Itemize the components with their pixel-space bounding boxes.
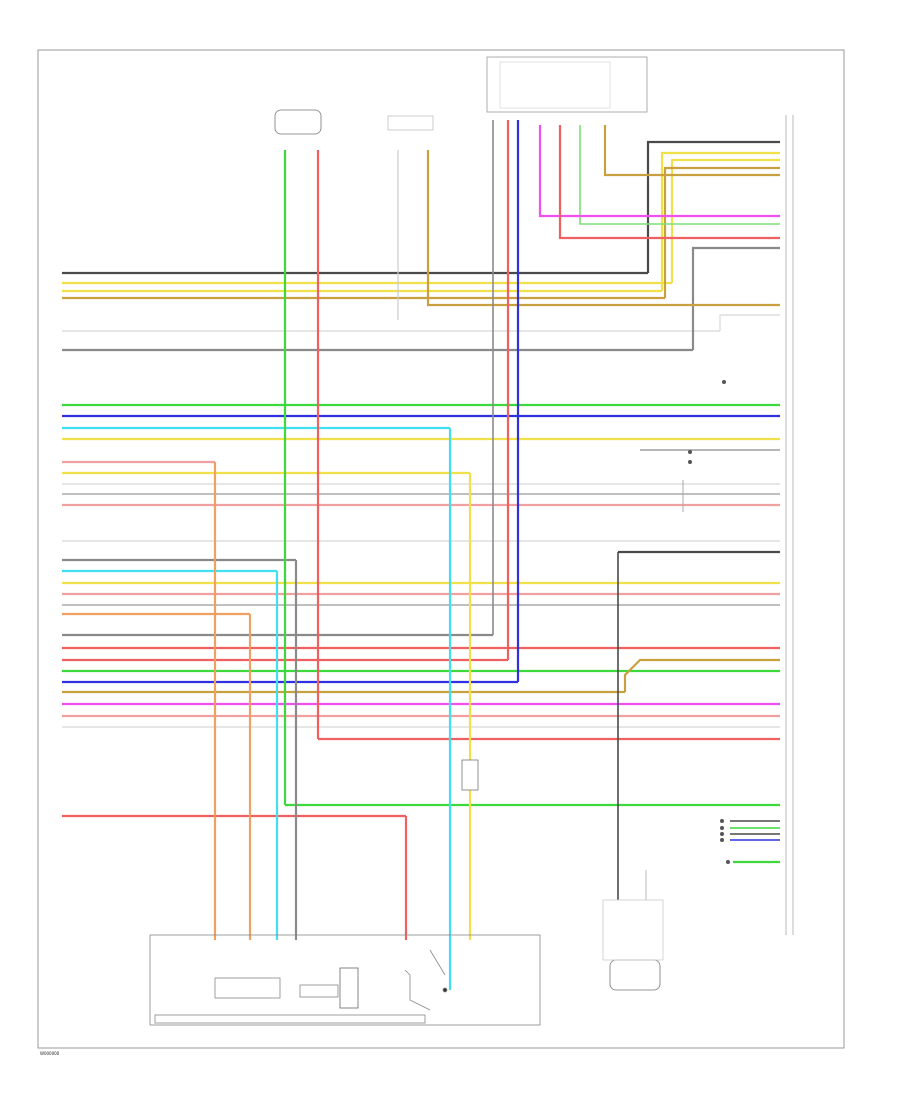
bottom-right-sensor: [602, 899, 664, 991]
horizontal-wires: [62, 271, 780, 864]
top-right-wires: [426, 125, 780, 350]
top-component-1: [274, 109, 322, 135]
bottom-module: [149, 934, 541, 1026]
top-connector-block: [486, 56, 648, 113]
inline-fuse: [461, 759, 479, 791]
ecm-connector: [785, 115, 794, 935]
top-component-2: [387, 115, 434, 131]
vertical-wires: [213, 120, 780, 990]
right-connector-ticks: [688, 380, 730, 864]
diagram-frame: [37, 49, 845, 1049]
footer-code: W000000: [40, 1051, 60, 1056]
